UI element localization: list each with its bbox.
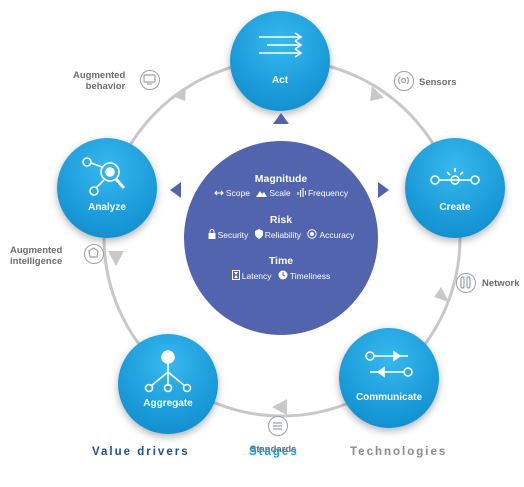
pointer-triangle [378, 182, 389, 198]
value-driver-title: Time [268, 255, 294, 267]
lock-icon [208, 229, 216, 239]
network-tree-icon [144, 350, 192, 393]
target-icon [307, 229, 318, 239]
ring-arrow [370, 86, 384, 101]
legend-stages: Stages [249, 446, 299, 458]
stage-label: Aggregate [143, 398, 193, 409]
sun-node-icon [430, 168, 480, 185]
clock-icon [278, 270, 288, 280]
scale-icon [256, 191, 268, 197]
tech-label-sensors: Sensors [419, 77, 457, 88]
tech-label-augmented-behavior: Augmented behavior [73, 70, 126, 92]
magnifier-nodes-icon [82, 157, 126, 196]
bidirectional-arrows-icon [365, 350, 413, 378]
arrows-right-icon [259, 32, 303, 58]
shield-icon [254, 229, 263, 239]
pointer-triangle [170, 182, 181, 198]
value-drivers-circle: Magnitude Scope Scale Frequency Risk Sec… [184, 141, 378, 335]
stage-create: Create [405, 138, 505, 238]
value-driver-title: Magnitude [254, 173, 308, 185]
pointer-triangle [273, 113, 289, 124]
ring-arrow [108, 251, 124, 266]
ring-arrow [434, 287, 449, 302]
hourglass-icon [231, 270, 240, 280]
stage-analyze: Analyze [57, 138, 157, 238]
brain-icon [84, 244, 104, 264]
stage-act: Act [230, 11, 330, 111]
scope-icon [214, 190, 224, 196]
sensor-icon [394, 71, 414, 91]
stage-label: Create [439, 202, 471, 213]
value-driver-items: Latency Timeliness [184, 270, 378, 281]
frequency-icon [297, 188, 307, 197]
network-icon [456, 273, 476, 293]
ring-arrow [172, 87, 186, 101]
value-driver-items: Security Reliability Accuracy [184, 229, 378, 240]
stage-label: Act [271, 75, 289, 86]
value-driver-items: Scope Scale Frequency [184, 188, 378, 198]
ring-arrow [272, 399, 287, 415]
tech-label-network: Network [482, 278, 520, 289]
stage-communicate: Communicate [339, 328, 439, 428]
legend-technologies: Technologies [350, 446, 448, 458]
stage-label: Analyze [88, 202, 126, 213]
tech-label-standards: Standards [250, 444, 297, 455]
tech-label-augmented-intelligence: Augmented intelligence [10, 245, 63, 267]
checklist-icon [268, 416, 288, 436]
legend-value-drivers: Value drivers [92, 446, 190, 458]
stage-label: Communicate [355, 392, 423, 403]
monitor-icon [140, 70, 160, 90]
value-driver-title: Risk [269, 214, 293, 226]
stage-aggregate: Aggregate [118, 334, 218, 434]
